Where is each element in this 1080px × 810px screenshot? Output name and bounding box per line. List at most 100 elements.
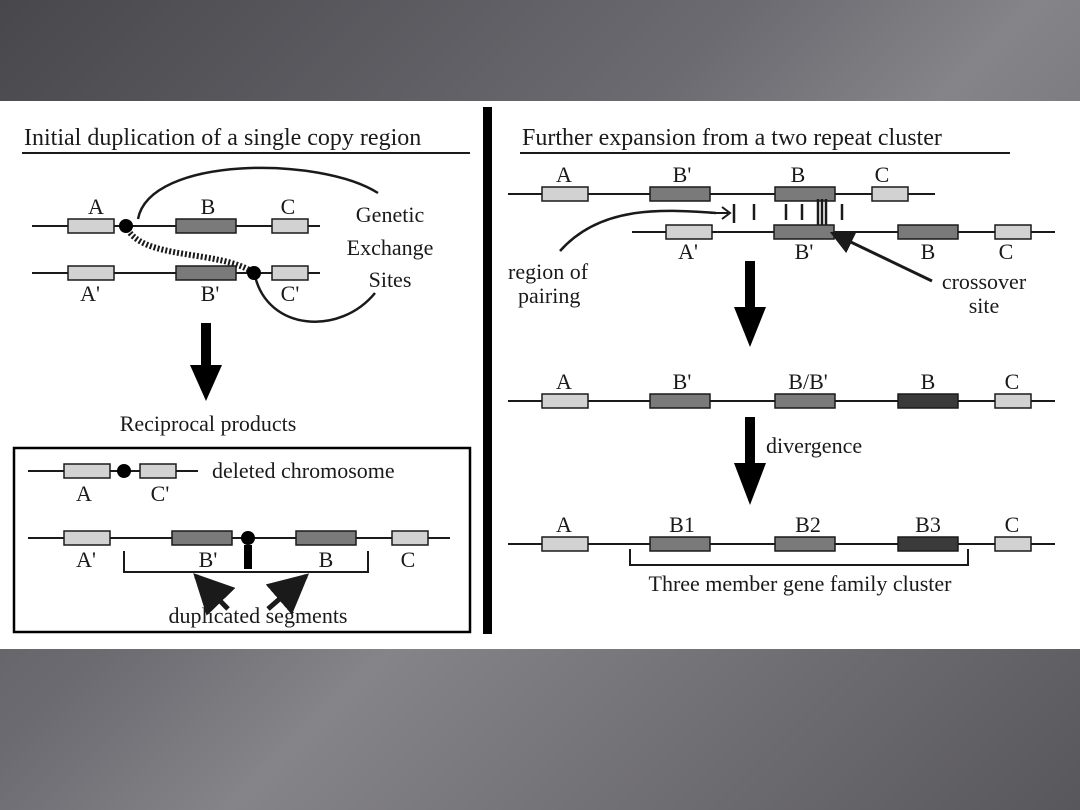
left-top-label-a: A <box>88 194 104 219</box>
right-middle-label-b-prime: B' <box>673 369 692 394</box>
exchange-label-line1: Genetic <box>356 202 425 227</box>
pairing-label-line1: region of <box>508 259 589 284</box>
right-final-label-b3: B3 <box>915 512 941 537</box>
right-middle-label-b: B <box>921 369 936 394</box>
pairing-label-line2: pairing <box>518 283 580 308</box>
right-bottom-label-a-prime: A' <box>678 239 698 264</box>
right-bottom-gene-b <box>897 224 959 240</box>
exchange-crossover-strand <box>123 224 256 276</box>
left-bottom-label-c-prime: C' <box>281 281 300 306</box>
exchange-label-line2: Exchange <box>347 235 434 260</box>
deleted-label-c-prime: C' <box>151 481 170 506</box>
left-top-gene-a <box>67 218 115 234</box>
left-top-label-c: C <box>281 194 296 219</box>
exchange-site-dot-bottom <box>247 266 261 280</box>
duplicated-bracket <box>123 551 369 573</box>
products-box <box>12 446 472 634</box>
left-top-label-b: B <box>201 194 216 219</box>
left-top-gene-b <box>175 218 237 234</box>
crossover-label-line1: crossover <box>942 269 1027 294</box>
exchange-curve-bottom <box>253 275 376 323</box>
right-down-arrow-1-head <box>734 307 766 347</box>
right-top-label-c: C <box>875 162 890 187</box>
right-final-label-a: A <box>556 512 572 537</box>
right-bottom-label-c: C <box>999 239 1014 264</box>
right-middle-gene-c <box>994 393 1032 409</box>
exchange-site-dot-top <box>119 219 133 233</box>
duplicated-gene-b <box>295 530 357 546</box>
right-bottom-gene-c <box>994 224 1032 240</box>
pairing-ticks <box>732 199 844 227</box>
exchange-label-line3: Sites <box>369 267 412 292</box>
deleted-gene-a <box>63 463 111 479</box>
duplicated-label-b: B <box>319 547 334 572</box>
right-middle-label-b-b-prime: B/B' <box>788 369 827 394</box>
gene-duplication-diagram: Initial duplication of a single copy reg… <box>12 107 1055 634</box>
right-top-gene-a <box>541 186 589 202</box>
right-middle-gene-b-b-prime <box>774 393 836 409</box>
duplicated-label-a-prime: A' <box>76 547 96 572</box>
right-middle-label-a: A <box>556 369 572 394</box>
duplicated-gene-a-prime <box>63 530 111 546</box>
reciprocal-products-label: Reciprocal products <box>120 411 297 436</box>
right-down-arrow-2-head <box>734 463 766 505</box>
left-bottom-gene-a-prime <box>67 265 115 281</box>
exchange-curve-top <box>136 166 379 220</box>
duplicated-segments-label: duplicated segments <box>168 603 347 628</box>
right-top-label-b: B <box>791 162 806 187</box>
right-middle-gene-b <box>897 393 959 409</box>
right-final-label-b1: B1 <box>669 512 695 537</box>
duplicated-label-c: C <box>401 547 416 572</box>
right-middle-label-c: C <box>1005 369 1020 394</box>
right-middle-gene-b-prime <box>649 393 711 409</box>
deleted-junction-dot <box>117 464 131 478</box>
right-final-gene-a <box>541 536 589 552</box>
left-bottom-gene-b-prime <box>175 265 237 281</box>
figure-panel: Initial duplication of a single copy reg… <box>0 101 1080 649</box>
right-top-gene-c <box>871 186 909 202</box>
family-cluster-label: Three member gene family cluster <box>649 571 953 596</box>
right-final-gene-c <box>994 536 1032 552</box>
right-final-gene-b3 <box>897 536 959 552</box>
pairing-arrowhead <box>721 206 732 220</box>
duplicated-gene-b-prime <box>171 530 233 546</box>
duplicated-junction-dot <box>241 531 255 545</box>
deleted-chromosome-label: deleted chromosome <box>212 458 395 483</box>
duplicated-junction-tick <box>244 545 252 569</box>
right-final-gene-b2 <box>774 536 836 552</box>
right-bottom-label-b: B <box>921 239 936 264</box>
panel-divider <box>483 107 492 634</box>
crossover-pointer-arrow <box>829 231 933 283</box>
right-final-gene-b1 <box>649 536 711 552</box>
left-bottom-label-b-prime: B' <box>201 281 220 306</box>
left-bottom-gene-c-prime <box>271 265 309 281</box>
family-bracket <box>629 549 969 566</box>
right-top-gene-b-prime <box>649 186 711 202</box>
right-down-arrow-1-shaft <box>745 261 755 309</box>
deleted-label-a: A <box>76 481 92 506</box>
right-middle-gene-a <box>541 393 589 409</box>
duplicated-arrow-right <box>265 573 310 615</box>
right-top-label-b-prime: B' <box>673 162 692 187</box>
crossover-label-line2: site <box>969 293 1000 318</box>
pairing-pointer-curve <box>559 209 717 252</box>
duplicated-label-b-prime: B' <box>199 547 218 572</box>
duplicated-gene-c <box>391 530 429 546</box>
left-panel-title: Initial duplication of a single copy reg… <box>24 125 421 151</box>
right-final-label-c: C <box>1005 512 1020 537</box>
right-top-gene-b <box>774 186 836 202</box>
right-top-label-a: A <box>556 162 572 187</box>
left-down-arrow-head <box>190 365 222 401</box>
left-bottom-label-a-prime: A' <box>80 281 100 306</box>
deleted-gene-c-prime <box>139 463 177 479</box>
left-down-arrow-shaft <box>201 323 211 367</box>
right-bottom-gene-b-prime <box>773 224 835 240</box>
divergence-label: divergence <box>766 433 862 458</box>
right-panel-title: Further expansion from a two repeat clus… <box>522 125 942 151</box>
right-bottom-gene-a-prime <box>665 224 713 240</box>
right-down-arrow-2-shaft <box>745 417 755 465</box>
left-top-gene-c <box>271 218 309 234</box>
right-bottom-label-b-prime: B' <box>795 239 814 264</box>
duplicated-arrow-left <box>193 573 236 616</box>
